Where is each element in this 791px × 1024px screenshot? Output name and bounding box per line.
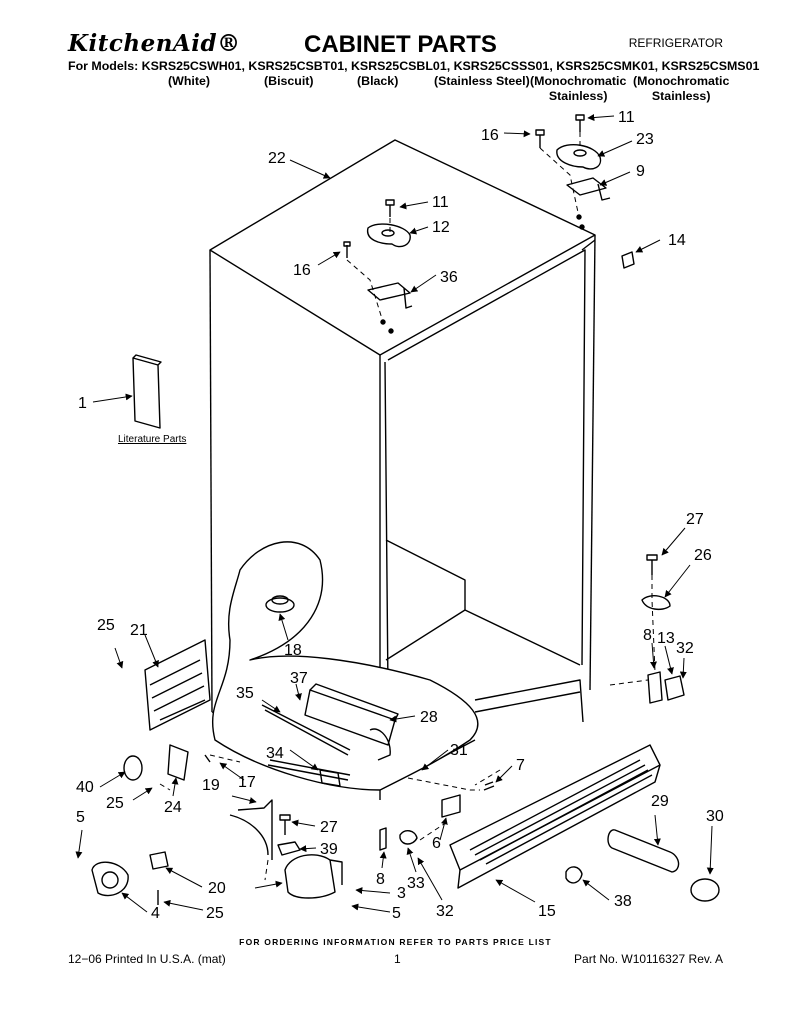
clip-33 xyxy=(399,830,418,845)
callout-number: 36 xyxy=(440,269,458,286)
screw-7 xyxy=(483,781,495,791)
callout-number: 21 xyxy=(130,622,148,639)
clip-14 xyxy=(621,251,635,269)
callout-number: 31 xyxy=(450,742,468,759)
variant-white: (White) xyxy=(168,74,210,88)
callout-number: 20 xyxy=(208,880,226,897)
callout-number: 27 xyxy=(320,819,338,836)
callout-number: 4 xyxy=(151,905,160,922)
variant-biscuit: (Biscuit) xyxy=(264,74,314,88)
callout-number: 5 xyxy=(392,905,401,922)
callout-number: 28 xyxy=(420,709,438,726)
callout-number: 38 xyxy=(614,893,632,910)
callout-number: 1 xyxy=(78,395,87,412)
callout-number: 30 xyxy=(706,808,724,825)
page-title: CABINET PARTS xyxy=(304,31,497,58)
callout-number: 27 xyxy=(686,511,704,528)
callout-number: 15 xyxy=(538,903,556,920)
callout-number: 29 xyxy=(651,793,669,810)
variant-monochromatic-1: (Monochromatic Stainless) xyxy=(530,74,627,103)
right-bracket xyxy=(647,671,685,704)
callout-number: 7 xyxy=(516,757,525,774)
side-grille xyxy=(144,639,211,731)
callout-number: 6 xyxy=(432,835,441,852)
callout-number: 32 xyxy=(436,903,454,920)
evaporator-parts xyxy=(261,595,399,787)
callout-number: 35 xyxy=(236,685,254,702)
callout-number: 3 xyxy=(397,885,406,902)
callout-number: 33 xyxy=(407,875,425,892)
callout-number: 11 xyxy=(432,194,449,211)
callout-number: 24 xyxy=(164,799,182,816)
callout-number: 26 xyxy=(694,547,712,564)
literature-parts-label: Literature Parts xyxy=(118,434,187,445)
variant-black: (Black) xyxy=(357,74,399,88)
toe-grille xyxy=(449,744,661,889)
literature-packet xyxy=(132,354,162,429)
callout-number: 16 xyxy=(481,127,499,144)
callout-number: 19 xyxy=(202,777,220,794)
variant-monochromatic-2: (Monochromatic Stainless) xyxy=(633,74,730,103)
washer-26 xyxy=(641,595,671,611)
part-number: Part No. W10116327 Rev. A xyxy=(574,952,723,966)
callout-number: 12 xyxy=(432,219,450,236)
callout-number: 8 xyxy=(376,871,385,888)
bracket-8-lower xyxy=(379,827,387,851)
lower-left-parts xyxy=(91,744,273,905)
variant-stainless: (Stainless Steel) xyxy=(434,74,530,88)
callout-number: 16 xyxy=(293,262,311,279)
brand-logo: KitchenAid® xyxy=(68,30,241,57)
callout-number: 13 xyxy=(657,630,675,647)
screw-27-lower xyxy=(279,814,291,835)
callout-number: 25 xyxy=(106,795,124,812)
callout-number: 22 xyxy=(268,150,286,167)
screw-27-right xyxy=(646,554,658,575)
callout-number: 25 xyxy=(97,617,115,634)
page-number: 1 xyxy=(394,952,401,966)
callout-number: 40 xyxy=(76,779,94,796)
callout-number: 14 xyxy=(668,232,686,249)
print-info: 12−06 Printed In U.S.A. (mat) xyxy=(68,952,226,966)
lower-hinge xyxy=(284,854,343,899)
washer-39 xyxy=(277,841,301,856)
callout-number: 37 xyxy=(290,670,308,687)
model-list: For Models: KSRS25CSWH01, KSRS25CSBT01, … xyxy=(68,59,760,73)
callout-number: 18 xyxy=(284,642,302,659)
callout-number: 39 xyxy=(320,841,338,858)
upper-hinge-left xyxy=(343,199,413,334)
damper-29 xyxy=(607,829,680,873)
bracket-6 xyxy=(441,794,461,818)
callout-number: 25 xyxy=(206,905,224,922)
callout-number: 34 xyxy=(266,745,284,762)
bumper-38 xyxy=(565,866,583,884)
knob-30 xyxy=(690,878,720,902)
callout-number: 8 xyxy=(643,627,652,644)
callout-numbers: 1 3 4 5 5 6 7 8 8 9 11 11 12 13 14 15 16… xyxy=(76,109,724,922)
callout-number: 11 xyxy=(618,109,635,126)
callout-number: 32 xyxy=(676,640,694,657)
callout-number: 23 xyxy=(636,131,654,148)
callout-number: 17 xyxy=(238,774,256,791)
ordering-note: FOR ORDERING INFORMATION REFER TO PARTS … xyxy=(239,937,552,947)
cabinet-shell xyxy=(209,139,596,800)
callout-number: 5 xyxy=(76,809,85,826)
product-category: REFRIGERATOR xyxy=(628,36,723,50)
callout-number: 9 xyxy=(636,163,645,180)
